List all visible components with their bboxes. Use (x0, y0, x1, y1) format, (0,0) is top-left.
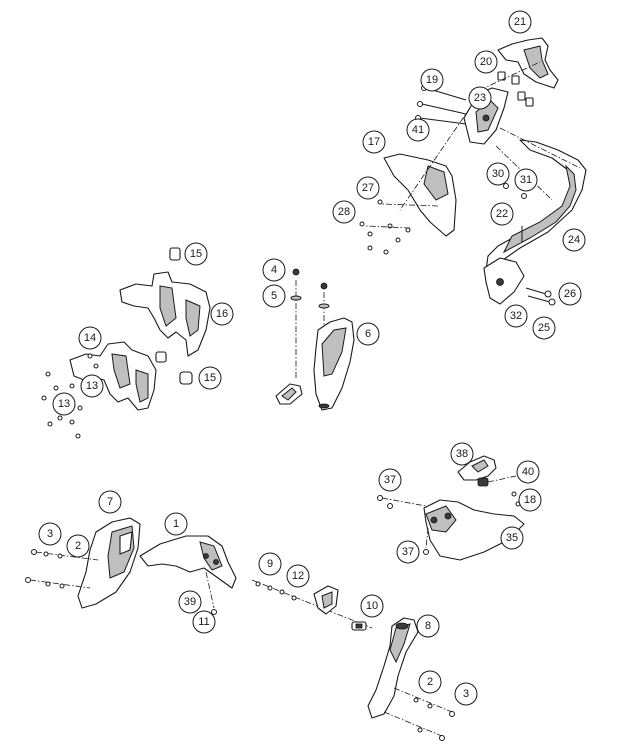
callout-12-label: 12 (292, 570, 304, 582)
callout-28: 28 (332, 200, 356, 224)
callout-37-lower-label: 37 (402, 546, 414, 558)
callout-35-label: 35 (506, 532, 518, 544)
callout-18-label: 18 (524, 494, 536, 506)
callout-14: 14 (78, 326, 102, 350)
callout-8-label: 8 (425, 620, 431, 632)
callout-16: 16 (210, 302, 234, 326)
callout-41: 41 (406, 118, 430, 142)
callout-15-bottom: 15 (198, 366, 222, 390)
callout-17: 17 (362, 130, 386, 154)
callout-3-left-label: 3 (47, 528, 53, 540)
callout-30: 30 (486, 162, 510, 186)
callout-31-label: 31 (520, 174, 532, 186)
callout-13-lower: 13 (52, 392, 76, 416)
callout-39-label: 39 (184, 596, 196, 608)
part-license-plate-holder (359, 37, 587, 306)
callout-21-label: 21 (514, 16, 526, 28)
part-cable-guides (251, 579, 373, 631)
callout-23: 23 (468, 86, 492, 110)
part-headlight-brackets (41, 247, 211, 439)
callout-2-right: 2 (418, 670, 442, 694)
callout-38: 38 (450, 442, 474, 466)
callout-3-right-label: 3 (463, 688, 469, 700)
callout-15-bottom-label: 15 (204, 372, 216, 384)
callout-15-top: 15 (184, 242, 208, 266)
callout-40: 40 (516, 460, 540, 484)
callout-6: 6 (356, 322, 380, 346)
callout-19: 19 (420, 68, 444, 92)
callout-22-label: 22 (496, 208, 508, 220)
callout-1-label: 1 (173, 518, 179, 530)
callout-6-label: 6 (365, 328, 371, 340)
callout-20: 20 (474, 50, 498, 74)
callout-41-label: 41 (412, 124, 424, 136)
callout-26-label: 26 (564, 288, 576, 300)
callout-19-label: 19 (426, 74, 438, 86)
callout-24: 24 (562, 228, 586, 252)
part-rear-flap (275, 268, 355, 411)
callout-26: 26 (558, 282, 582, 306)
callout-32-label: 32 (510, 310, 522, 322)
callout-4: 4 (262, 258, 286, 282)
callout-13-upper: 13 (80, 374, 104, 398)
callout-30-label: 30 (492, 168, 504, 180)
callout-17-label: 17 (368, 136, 380, 148)
callout-7-label: 7 (107, 496, 113, 508)
callout-37-upper: 37 (378, 468, 402, 492)
callout-4-label: 4 (271, 264, 277, 276)
callout-40-label: 40 (522, 466, 534, 478)
callout-31: 31 (514, 168, 538, 192)
part-front-fender (139, 535, 237, 615)
callout-8: 8 (416, 614, 440, 638)
callout-2-right-label: 2 (427, 676, 433, 688)
callout-12: 12 (286, 564, 310, 588)
callout-9: 9 (258, 552, 282, 576)
callout-2-left-label: 2 (75, 540, 81, 552)
callout-13-lower-label: 13 (58, 398, 70, 410)
callout-5-label: 5 (271, 290, 277, 302)
callout-21: 21 (508, 10, 532, 34)
callout-16-label: 16 (216, 308, 228, 320)
callout-27-label: 27 (362, 182, 374, 194)
callout-22: 22 (490, 202, 514, 226)
part-skid-guard (377, 455, 525, 561)
callout-14-label: 14 (84, 332, 96, 344)
callout-25: 25 (532, 316, 556, 340)
callout-25-label: 25 (538, 322, 550, 334)
callout-27: 27 (356, 176, 380, 200)
callout-35: 35 (500, 526, 524, 550)
part-side-panel-right (367, 617, 455, 741)
callout-24-label: 24 (568, 234, 580, 246)
callout-3-right: 3 (454, 682, 478, 706)
callout-18: 18 (518, 488, 542, 512)
callout-11-label: 11 (198, 616, 209, 628)
callout-9-label: 9 (267, 558, 273, 570)
callout-2-left: 2 (66, 534, 90, 558)
part-side-panel-left (25, 517, 141, 609)
callout-38-label: 38 (456, 448, 468, 460)
callout-23-label: 23 (474, 92, 486, 104)
callout-10-label: 10 (366, 600, 378, 612)
callouts: 21 20 19 23 41 17 30 31 27 28 22 24 15 4… (38, 10, 586, 706)
callout-15-top-label: 15 (190, 248, 202, 260)
callout-20-label: 20 (480, 56, 492, 68)
callout-32: 32 (504, 304, 528, 328)
callout-37-lower: 37 (396, 540, 420, 564)
callout-28-label: 28 (338, 206, 350, 218)
callout-7: 7 (98, 490, 122, 514)
callout-13-upper-label: 13 (86, 380, 98, 392)
callout-37-upper-label: 37 (384, 474, 396, 486)
callout-11: 11 (192, 610, 216, 634)
callout-5: 5 (262, 284, 286, 308)
callout-3-left: 3 (38, 522, 62, 546)
callout-39: 39 (178, 590, 202, 614)
callout-10: 10 (360, 594, 384, 618)
callout-1: 1 (164, 512, 188, 536)
